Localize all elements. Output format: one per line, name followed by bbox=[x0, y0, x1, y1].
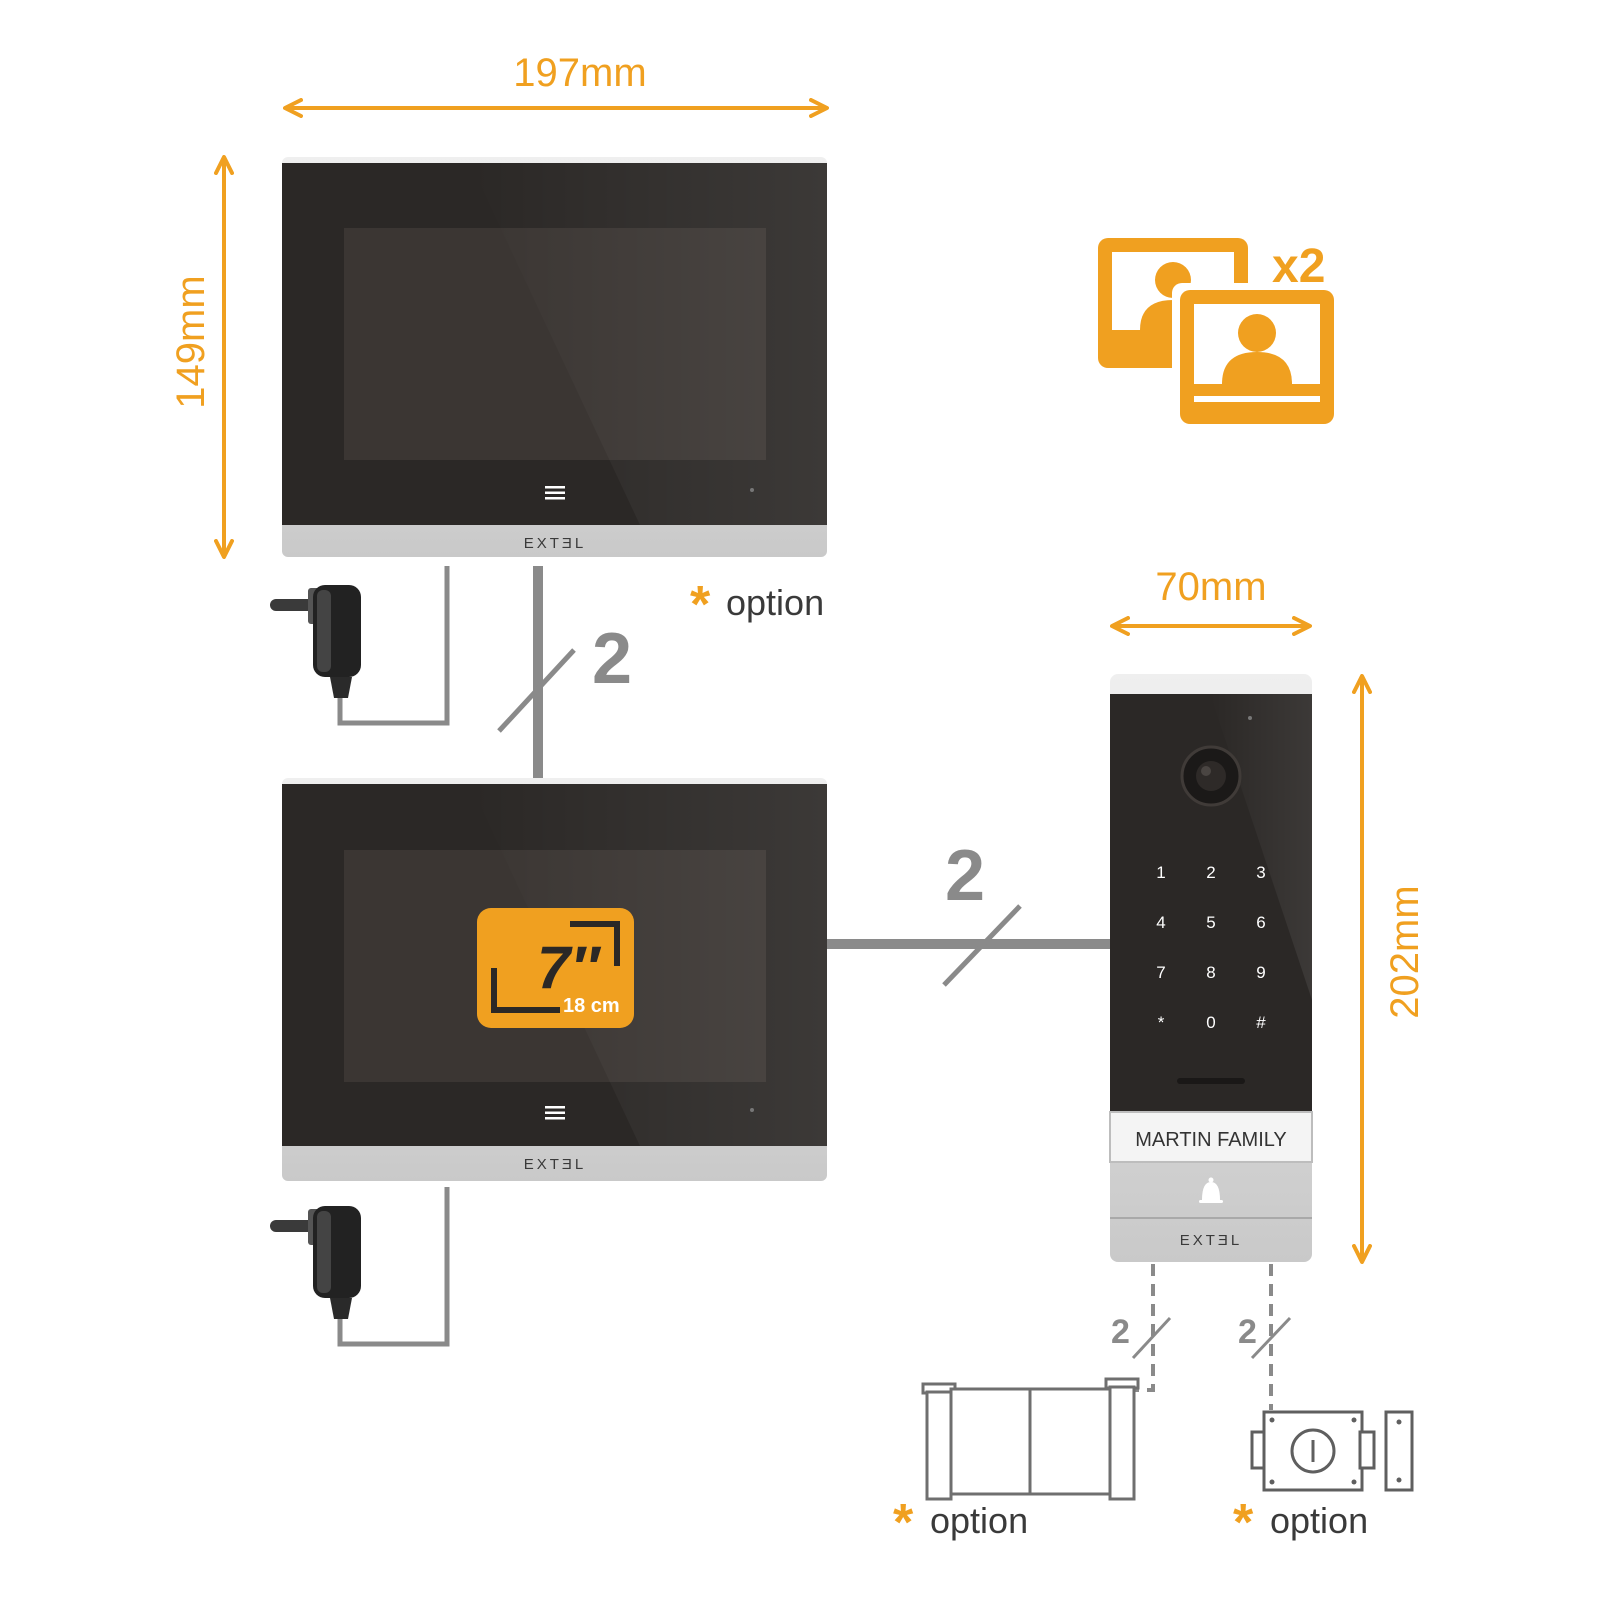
door-station-nameplate: MARTIN FAMILY bbox=[1135, 1129, 1287, 1151]
power-adapter-1 bbox=[270, 566, 450, 726]
indoor-monitor-1: EXTƎL bbox=[282, 157, 827, 557]
door-station-brand: EXTƎL bbox=[1180, 1232, 1243, 1249]
door-link-wire: 2 bbox=[827, 836, 1110, 987]
gate-motor-icon bbox=[921, 1377, 1140, 1501]
keypad-key[interactable]: 8 bbox=[1206, 963, 1215, 982]
keypad-key[interactable]: 0 bbox=[1206, 1013, 1215, 1032]
monitor-picture-icon-front bbox=[1172, 283, 1338, 428]
screen-size-badge: 7″ 18 cm bbox=[477, 908, 634, 1028]
menu-lines-icon bbox=[545, 486, 565, 500]
monitor-link-wire-count: 2 bbox=[592, 619, 632, 699]
lock-option-label: option bbox=[1270, 1500, 1368, 1541]
option-asterisk: * bbox=[690, 576, 711, 634]
electric-lock-icon bbox=[1250, 1410, 1414, 1492]
option-asterisk: * bbox=[1233, 1494, 1254, 1552]
keypad-key[interactable]: 3 bbox=[1256, 863, 1265, 882]
lock-option: * option bbox=[1233, 1494, 1368, 1552]
lock-wire-count: 2 bbox=[1238, 1313, 1257, 1351]
monitor-count-label: x2 bbox=[1272, 240, 1325, 293]
keypad-key[interactable]: 9 bbox=[1256, 963, 1265, 982]
monitor-2-brand: EXTƎL bbox=[524, 1156, 587, 1173]
keypad-key[interactable]: 2 bbox=[1206, 863, 1215, 882]
keypad-key[interactable]: # bbox=[1256, 1013, 1266, 1032]
lock-wire: 2 bbox=[1238, 1264, 1292, 1410]
keypad-key[interactable]: 5 bbox=[1206, 913, 1215, 932]
monitor-width-label: 197mm bbox=[513, 51, 646, 95]
screen-size-inches: 7″ bbox=[537, 934, 601, 1001]
gate-option-label: option bbox=[930, 1500, 1028, 1541]
bell-icon bbox=[1199, 1177, 1223, 1203]
keypad-key[interactable]: 1 bbox=[1156, 863, 1165, 882]
keypad-key[interactable]: 7 bbox=[1156, 963, 1165, 982]
door-unit-height-dimension: 202mm bbox=[1352, 674, 1427, 1264]
monitor-1-brand: EXTƎL bbox=[524, 535, 587, 552]
menu-lines-icon bbox=[545, 1106, 565, 1120]
indoor-monitor-2: 7″ 18 cm EXTƎL bbox=[282, 778, 827, 1181]
second-monitor-option: * option bbox=[690, 576, 824, 634]
monitor-link-wire: 2 bbox=[497, 566, 632, 778]
door-unit-height-label: 202mm bbox=[1383, 885, 1427, 1018]
monitor-height-label: 149mm bbox=[169, 275, 213, 408]
keypad: 1 2 3 4 5 6 7 8 9 * 0 # bbox=[1156, 863, 1266, 1032]
two-monitors-icon: x2 bbox=[1098, 238, 1338, 428]
monitor-height-dimension: 149mm bbox=[169, 155, 234, 559]
gate-option: * option bbox=[893, 1494, 1028, 1552]
power-adapter-2 bbox=[270, 1187, 450, 1347]
gate-wire-count: 2 bbox=[1111, 1313, 1130, 1351]
monitor-width-dimension: 197mm bbox=[283, 51, 829, 118]
gate-wire: 2 bbox=[1111, 1264, 1172, 1392]
option-asterisk: * bbox=[893, 1494, 914, 1552]
door-station: 1 2 3 4 5 6 7 8 9 * 0 # MARTIN FAMILY EXTƎL bbox=[1109, 674, 1313, 1262]
keypad-key[interactable]: * bbox=[1158, 1013, 1165, 1032]
screen-size-cm: 18 cm bbox=[563, 995, 620, 1017]
door-link-wire-count: 2 bbox=[945, 836, 985, 916]
keypad-key[interactable]: 6 bbox=[1256, 913, 1265, 932]
door-unit-width-label: 70mm bbox=[1155, 565, 1266, 609]
keypad-key[interactable]: 4 bbox=[1156, 913, 1165, 932]
door-unit-width-dimension: 70mm bbox=[1110, 565, 1312, 636]
camera-lens-icon bbox=[1180, 745, 1242, 807]
second-monitor-option-label: option bbox=[726, 582, 824, 623]
